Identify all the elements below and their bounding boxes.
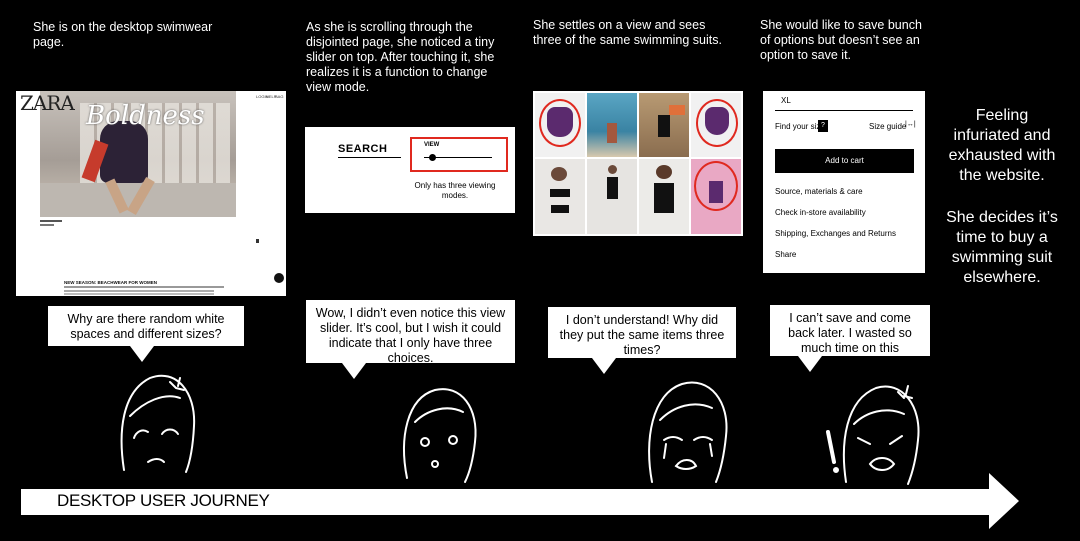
step2-caption: As she is scrolling through the disjoint… <box>306 20 495 94</box>
journey-arrow <box>21 473 1019 529</box>
confused-face-illustration <box>403 388 477 483</box>
highlight-circle <box>694 161 738 211</box>
grid-item-model-black[interactable] <box>639 93 689 157</box>
size-select[interactable]: XL <box>781 96 791 105</box>
speech-bubble-4: I can’t save and come back later. I wast… <box>770 305 930 372</box>
size-guide-icon: |↔| <box>905 121 916 128</box>
hero-title: Boldness <box>86 101 205 131</box>
nav-bag[interactable]: BAG <box>275 94 284 99</box>
annoyed-face-illustration <box>120 374 196 473</box>
highlight-circle <box>539 99 581 147</box>
store-availability-link[interactable]: Check in-store availability <box>775 208 866 217</box>
size-help-icon[interactable]: ? <box>818 120 828 132</box>
desktop-swimwear-page-screenshot: ZARA Boldness LOGIN HELP BAG NEW SEASON:… <box>16 91 286 296</box>
crying-face-illustration <box>648 381 728 483</box>
share-link[interactable]: Share <box>775 250 797 259</box>
journey-label: DESKTOP USER JOURNEY <box>57 491 270 510</box>
hero-image <box>40 91 236 217</box>
zara-logo[interactable]: ZARA <box>20 91 75 115</box>
footer-heading: NEW SEASON: BEACHWEAR FOR WOMEN <box>64 280 157 285</box>
conclusion-decision: She decides it’s time to buy a swimming … <box>946 209 1058 286</box>
view-slider-handle[interactable] <box>429 154 436 161</box>
source-materials-link[interactable]: Source, materials & care <box>775 187 863 196</box>
speech-text-1: Why are there random white spaces and di… <box>67 312 225 341</box>
speech-text-3: I don’t understand! Why did they put the… <box>559 313 725 357</box>
step1-caption: She is on the desktop swimwear page. <box>33 20 213 49</box>
speech-text-2: Wow, I didn’t even notice this view slid… <box>315 306 506 365</box>
view-slider-highlight <box>410 137 508 172</box>
step4-caption: She would like to save bunch of options … <box>760 18 922 62</box>
grid-item-model-bikini[interactable] <box>535 159 585 234</box>
grid-item-model-purple[interactable] <box>691 159 741 234</box>
chat-icon[interactable] <box>274 273 284 283</box>
angry-face-illustration <box>826 385 920 485</box>
search-label[interactable]: SEARCH <box>338 143 388 155</box>
speech-text-4: I can’t save and come back later. I wast… <box>788 311 912 370</box>
view-label: VIEW <box>424 142 440 148</box>
product-caption-lines <box>40 220 62 222</box>
grid-item-beach-photo[interactable] <box>587 93 637 157</box>
grid-item-model-standing[interactable] <box>587 159 637 234</box>
grid-item-purple-suit-1[interactable] <box>535 93 585 157</box>
view-slider-screenshot: SEARCH VIEW Only has three viewing modes… <box>305 127 515 213</box>
small-dot <box>256 239 259 243</box>
size-guide-link[interactable]: Size guide <box>869 122 907 131</box>
view-slider-track[interactable] <box>424 157 492 158</box>
find-your-size-link[interactable]: Find your size <box>775 122 825 131</box>
grid-item-purple-suit-2[interactable] <box>691 93 741 157</box>
product-detail-screenshot: XL Find your size ? Size guide |↔| Add t… <box>763 91 925 273</box>
add-to-cart-button[interactable]: Add to cart <box>775 149 914 173</box>
speech-bubble-2: Wow, I didn’t even notice this view slid… <box>306 300 515 379</box>
view-modes-note: Only has three viewing modes. <box>414 181 496 200</box>
speech-bubble-3: I don’t understand! Why did they put the… <box>548 307 736 374</box>
grid-item-model-onepiece[interactable] <box>639 159 689 234</box>
nav-help[interactable]: HELP <box>266 94 277 99</box>
product-grid-screenshot <box>533 91 743 236</box>
shipping-link[interactable]: Shipping, Exchanges and Returns <box>775 229 896 238</box>
nav-login[interactable]: LOGIN <box>256 94 269 99</box>
step3-caption: She settles on a view and sees three of … <box>533 18 722 47</box>
conclusion-feeling: Feeling infuriated and exhausted with th… <box>948 107 1056 184</box>
speech-bubble-1: Why are there random white spaces and di… <box>48 306 244 362</box>
highlight-circle <box>696 99 738 147</box>
